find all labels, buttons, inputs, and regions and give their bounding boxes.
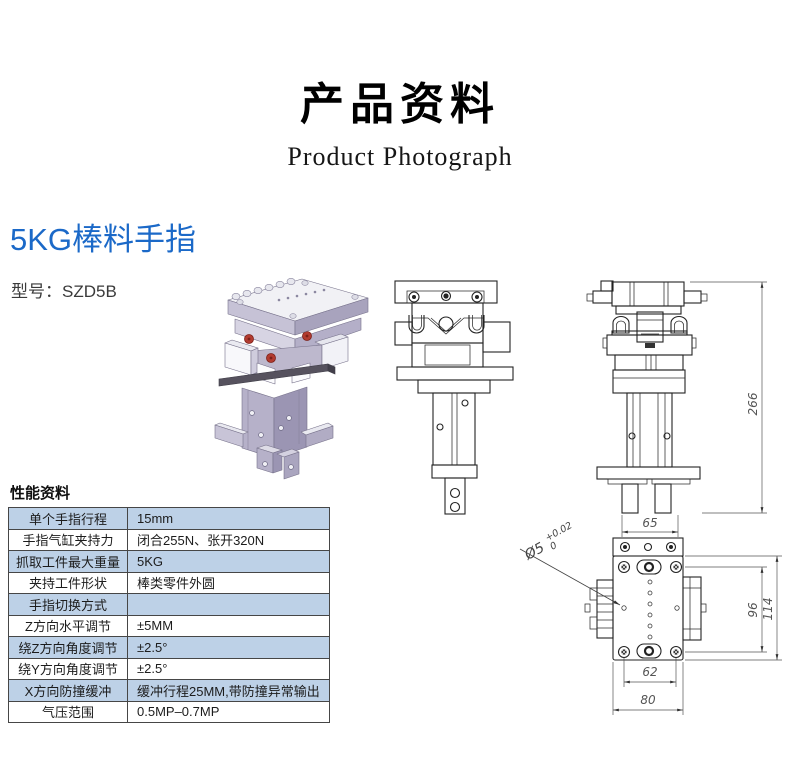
iso-feet: [256, 444, 300, 480]
iso-dark-band: [218, 363, 336, 387]
dim-overall-height: 266: [690, 281, 767, 514]
spec-row: 夹持工件形状棒类零件外圆: [8, 571, 330, 594]
dim-80-label: 80: [640, 693, 656, 707]
spec-row: Z方向水平调节±5MM: [8, 614, 330, 637]
iso-bracket: [214, 422, 334, 448]
dimensioned-views-drawing: 266 65: [519, 280, 782, 715]
spec-label: 绕Z方向角度调节: [8, 636, 128, 659]
spec-row: 绕Z方向角度调节±2.5°: [8, 636, 330, 659]
dim-96-label: 96: [746, 602, 760, 618]
spec-value: 15mm: [127, 507, 330, 530]
front-view-lines: [394, 280, 514, 515]
dim-65-label: 65: [642, 516, 657, 530]
dim-inner-height: 96: [685, 566, 767, 653]
spec-label: 手指气缸夹持力: [8, 528, 128, 551]
iso-screw-bumps: [231, 278, 296, 300]
spec-value: 5KG: [127, 550, 330, 573]
spec-label: X方向防撞缓冲: [8, 679, 128, 702]
iso-top-plate: [227, 278, 369, 336]
spec-label: 抓取工件最大重量: [8, 550, 128, 573]
top-view: [584, 537, 707, 661]
iso-column: [241, 386, 308, 459]
page-subtitle: Product Photograph: [287, 142, 513, 171]
callout-dia-label: Ø5: [521, 540, 547, 564]
right-connector: [682, 576, 707, 641]
dim-hole-pitch: 62: [623, 658, 677, 687]
center-hole-row: [647, 579, 653, 640]
hole-callout: Ø5 +0.02 0: [519, 520, 621, 606]
dim-plate-width: 80: [612, 662, 684, 715]
spec-label: Z方向水平调节: [8, 614, 128, 637]
spec-value: 棒类零件外圆: [127, 571, 330, 594]
callout-tol-lower: 0: [548, 540, 559, 553]
spec-row: X方向防撞缓冲缓冲行程25MM,带防撞异常输出: [8, 679, 330, 702]
dim-114-label: 114: [761, 598, 775, 621]
spec-value: ±5MM: [127, 614, 330, 637]
spec-row: 手指切换方式: [8, 593, 330, 616]
spec-value: 闭合255N、张开320N: [127, 528, 330, 551]
specs-heading: 性能资料: [10, 485, 71, 502]
corner-screws: [617, 560, 683, 659]
isometric-render: [214, 278, 369, 480]
spec-row: 绕Y方向角度调节±2.5°: [8, 657, 330, 680]
spec-label: 单个手指行程: [8, 507, 128, 530]
product-model: 型号：SZD5B: [11, 282, 117, 301]
spec-row: 手指气缸夹持力闭合255N、张开320N: [8, 528, 330, 551]
front-view-drawing: [394, 280, 514, 515]
spec-label: 气压范围: [8, 700, 128, 723]
spec-value: 缓冲行程25MM,带防撞异常输出: [127, 679, 330, 702]
spec-value: [127, 593, 330, 616]
spec-value: ±2.5°: [127, 657, 330, 680]
side-elevation-view: [586, 280, 708, 514]
spec-label: 绕Y方向角度调节: [8, 657, 128, 680]
dim-266-label: 266: [746, 392, 760, 415]
callout-tol-upper: +0.02: [543, 520, 574, 544]
dim-foot-span: 65: [621, 515, 679, 537]
dim-62-label: 62: [642, 665, 657, 679]
iso-top-holes: [277, 288, 326, 302]
dim-outer-height: 114: [685, 555, 782, 661]
spec-value: ±2.5°: [127, 636, 330, 659]
iso-screws: [244, 331, 312, 363]
spec-value: 0.5MP–0.7MP: [127, 700, 330, 723]
left-connector: [584, 579, 614, 639]
spec-label: 手指切换方式: [8, 593, 128, 616]
page-title: 产品资料: [300, 80, 500, 129]
spec-label: 夹持工件形状: [8, 571, 128, 594]
product-name: 5KG棒料手指: [10, 222, 197, 257]
iso-corner-holes: [236, 280, 359, 319]
